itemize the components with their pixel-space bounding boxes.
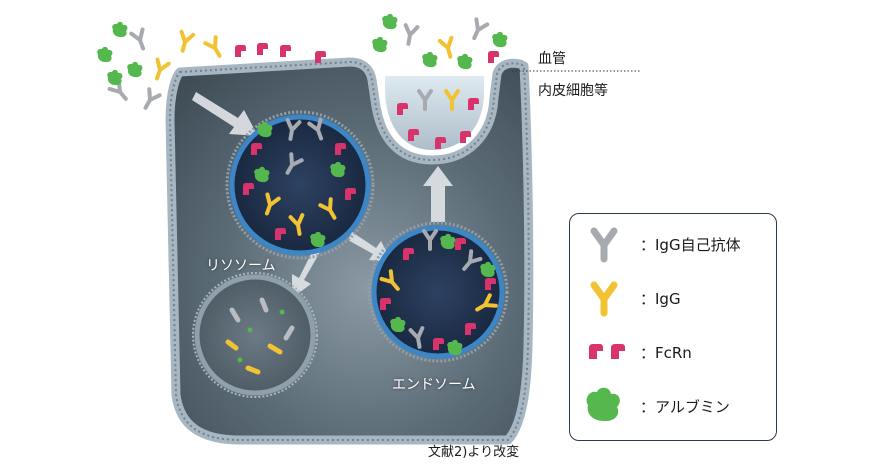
legend-item-igg-autoantibody: ：IgG自己抗体 [570,218,776,268]
legend-label: ：IgG自己抗体 [640,236,741,254]
legend-label: ：アルブミン [640,398,730,416]
lysosome-label: リソソーム [206,258,276,274]
legend-item-albumin: ：アルブミン [570,380,776,430]
endosome-label: エンドソーム [392,377,476,393]
igg-icon [590,281,618,317]
fcrn-icon [589,344,625,359]
arrow-to-surface [423,166,453,222]
legend-item-igg: ：IgG [570,272,776,322]
legend-item-fcrn: ：FcRn [570,326,776,376]
legend-label: ：FcRn [640,344,692,362]
lysosome-vesicle [192,272,318,398]
endothelial-cells-label: 内皮細胞等 [538,83,608,99]
igg-autoantibody-icon [590,227,618,263]
source-note: 文献2)より改変 [428,445,520,460]
legend-box: ：IgG自己抗体 ：IgG ：FcRn ：アルブミン [569,213,777,441]
lysosome-fragments [225,297,295,375]
blood-vessel-label: 血管 [538,51,566,67]
arrow-to-early-vesicle [192,92,258,136]
legend-label: ：IgG [640,290,681,308]
arrow-to-lysosome [292,248,320,298]
albumin-icon [586,387,620,422]
